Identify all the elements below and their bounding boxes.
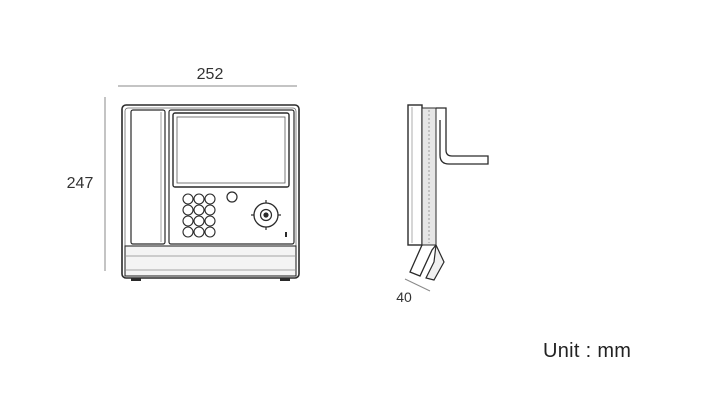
height-dimension: 247	[67, 97, 106, 271]
width-label: 252	[197, 66, 224, 83]
dial-inner-ring	[259, 208, 273, 222]
indicator-led	[285, 232, 287, 237]
keypad-key	[193, 193, 205, 205]
side-body	[407, 104, 423, 246]
handset	[130, 109, 166, 245]
keypad-key	[193, 215, 205, 227]
keypad-key	[204, 193, 216, 205]
side-groove	[421, 107, 437, 246]
unit-label: Unit : mm	[543, 340, 632, 362]
height-label: 247	[67, 175, 94, 192]
keypad-key	[182, 204, 194, 216]
dial-center	[263, 212, 269, 218]
front-body-outline	[121, 104, 300, 279]
foot-right	[280, 278, 290, 281]
foot-left	[131, 278, 141, 281]
keypad-key	[182, 226, 194, 238]
screen	[176, 116, 286, 184]
keypad-key	[204, 215, 216, 227]
keypad-key	[193, 204, 205, 216]
keypad-key	[182, 215, 194, 227]
front-view	[121, 104, 300, 281]
keypad-key	[182, 193, 194, 205]
keypad-key	[204, 204, 216, 216]
keypad-key	[204, 226, 216, 238]
screen-bezel	[172, 112, 290, 188]
function-button	[226, 191, 238, 203]
wall-bracket	[436, 107, 489, 165]
side-stand-rear	[425, 242, 445, 281]
main-panel	[168, 109, 295, 245]
side-view	[404, 104, 489, 292]
navigation-dial	[251, 200, 281, 230]
base-stand	[124, 245, 297, 277]
keypad	[182, 193, 216, 238]
width-dimension: 252	[118, 66, 297, 87]
depth-dimension-line	[404, 278, 431, 292]
keypad-key	[193, 226, 205, 238]
depth-label: 40	[396, 289, 412, 305]
side-stand	[409, 244, 437, 277]
